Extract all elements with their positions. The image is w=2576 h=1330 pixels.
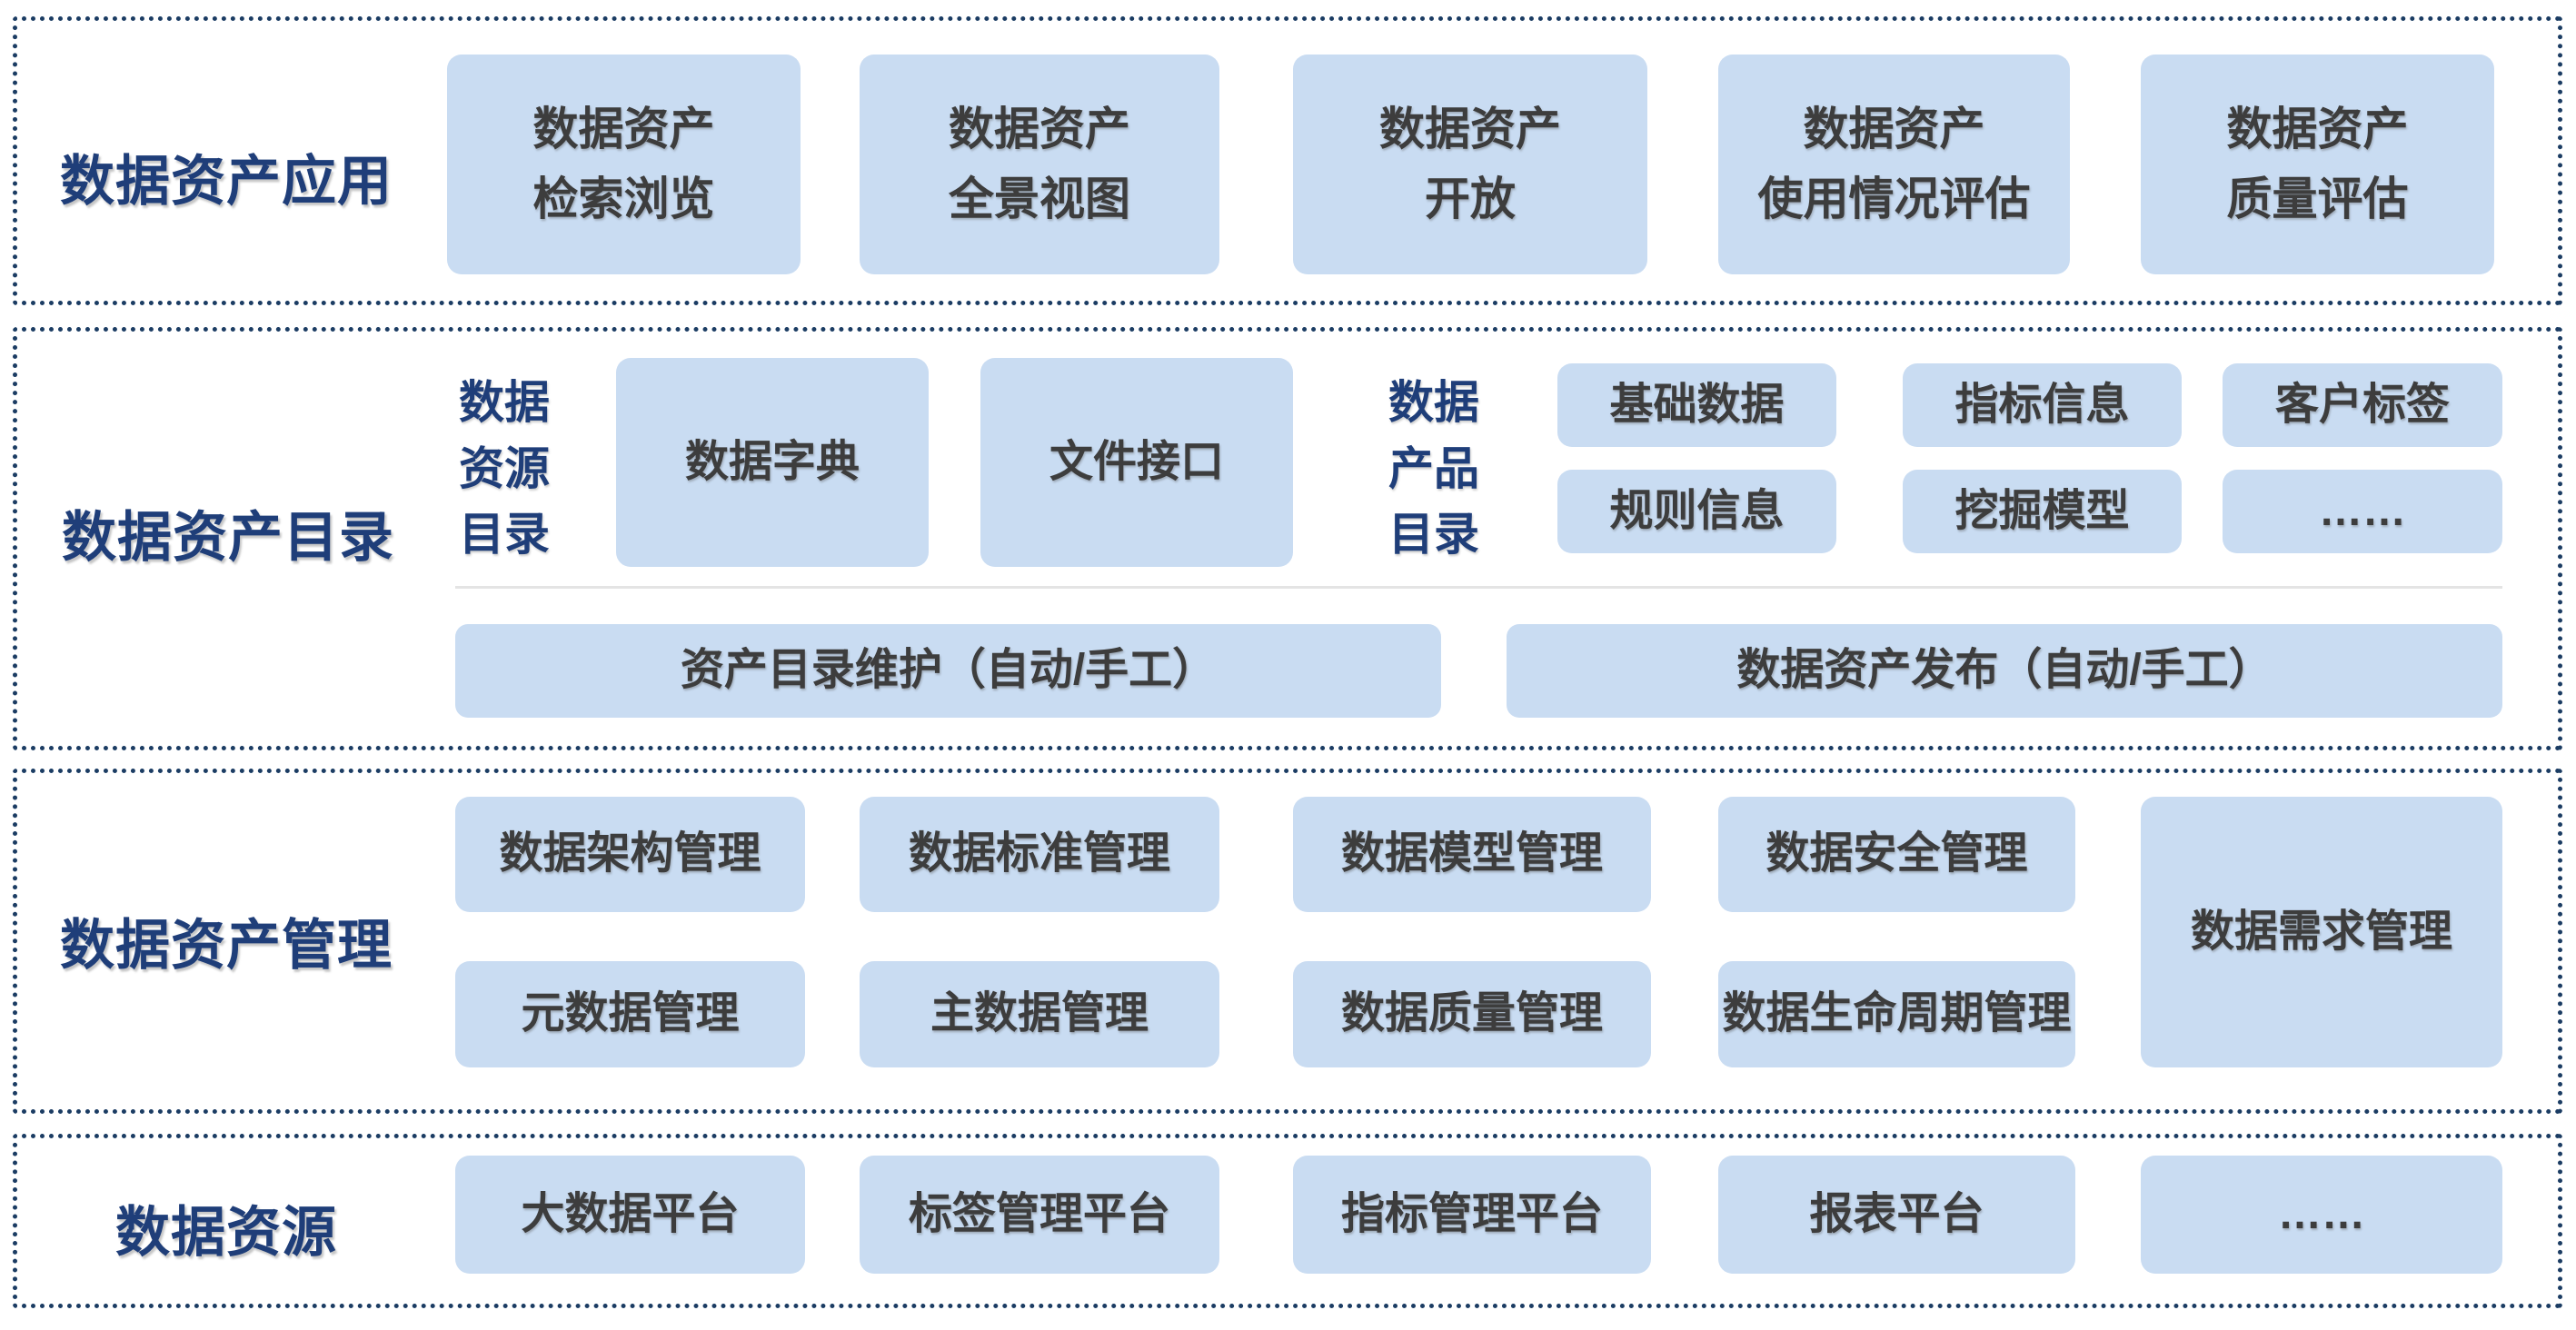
- box-resource-ellipsis: ……: [2141, 1156, 2502, 1274]
- catalog-divider: [455, 586, 2502, 589]
- box-data-demand-mgmt: 数据需求管理: [2141, 797, 2502, 1067]
- box-product-ellipsis: ……: [2223, 470, 2502, 553]
- box-data-standard-mgmt: 数据标准管理: [860, 797, 1219, 912]
- box-asset-usage-evaluation: 数据资产 使用情况评估: [1718, 55, 2070, 274]
- box-mining-model: 挖掘模型: [1903, 470, 2182, 553]
- section-asset-application: 数据资产应用 数据资产 检索浏览 数据资产 全景视图 数据资产 开放 数据资产 …: [13, 16, 2562, 305]
- section-asset-application-label: 数据资产应用: [60, 151, 393, 212]
- box-asset-quality-evaluation: 数据资产 质量评估: [2141, 55, 2494, 274]
- box-customer-tag: 客户标签: [2223, 363, 2502, 447]
- section-data-resources-label: 数据资源: [115, 1202, 337, 1263]
- box-indicator-mgmt-platform: 指标管理平台: [1293, 1156, 1651, 1274]
- box-indicator-info: 指标信息: [1903, 363, 2182, 447]
- box-metadata-mgmt: 元数据管理: [455, 961, 805, 1067]
- box-catalog-maintenance: 资产目录维护（自动/手工）: [455, 624, 1441, 718]
- box-bigdata-platform: 大数据平台: [455, 1156, 805, 1274]
- box-tag-mgmt-platform: 标签管理平台: [860, 1156, 1219, 1274]
- box-master-data-mgmt: 主数据管理: [860, 961, 1219, 1067]
- box-data-quality-mgmt: 数据质量管理: [1293, 961, 1651, 1067]
- box-data-architecture-mgmt: 数据架构管理: [455, 797, 805, 912]
- box-asset-search-browse: 数据资产 检索浏览: [447, 55, 801, 274]
- box-asset-publish: 数据资产发布（自动/手工）: [1507, 624, 2502, 718]
- section-asset-management: 数据资产管理 数据架构管理 数据标准管理 数据模型管理 数据安全管理 数据需求管…: [13, 769, 2562, 1114]
- box-report-platform: 报表平台: [1718, 1156, 2075, 1274]
- box-asset-panorama-view: 数据资产 全景视图: [860, 55, 1219, 274]
- section-asset-catalog-label: 数据资产目录: [62, 507, 394, 568]
- box-rule-info: 规则信息: [1557, 470, 1836, 553]
- sublabel-data-resource-catalog: 数据 资源 目录: [459, 377, 550, 560]
- section-asset-catalog: 数据资产目录 数据 资源 目录 数据字典 文件接口 数据 产品 目录 基础数据 …: [13, 327, 2562, 750]
- box-data-security-mgmt: 数据安全管理: [1718, 797, 2075, 912]
- box-data-dictionary: 数据字典: [616, 358, 929, 567]
- box-asset-open: 数据资产 开放: [1293, 55, 1647, 274]
- box-basic-data: 基础数据: [1557, 363, 1836, 447]
- box-file-interface: 文件接口: [980, 358, 1293, 567]
- section-asset-management-label: 数据资产管理: [60, 915, 393, 976]
- box-data-model-mgmt: 数据模型管理: [1293, 797, 1651, 912]
- sublabel-data-product-catalog: 数据 产品 目录: [1388, 377, 1479, 560]
- section-data-resources: 数据资源 大数据平台 标签管理平台 指标管理平台 报表平台 ……: [13, 1134, 2562, 1308]
- box-data-lifecycle-mgmt: 数据生命周期管理: [1718, 961, 2075, 1067]
